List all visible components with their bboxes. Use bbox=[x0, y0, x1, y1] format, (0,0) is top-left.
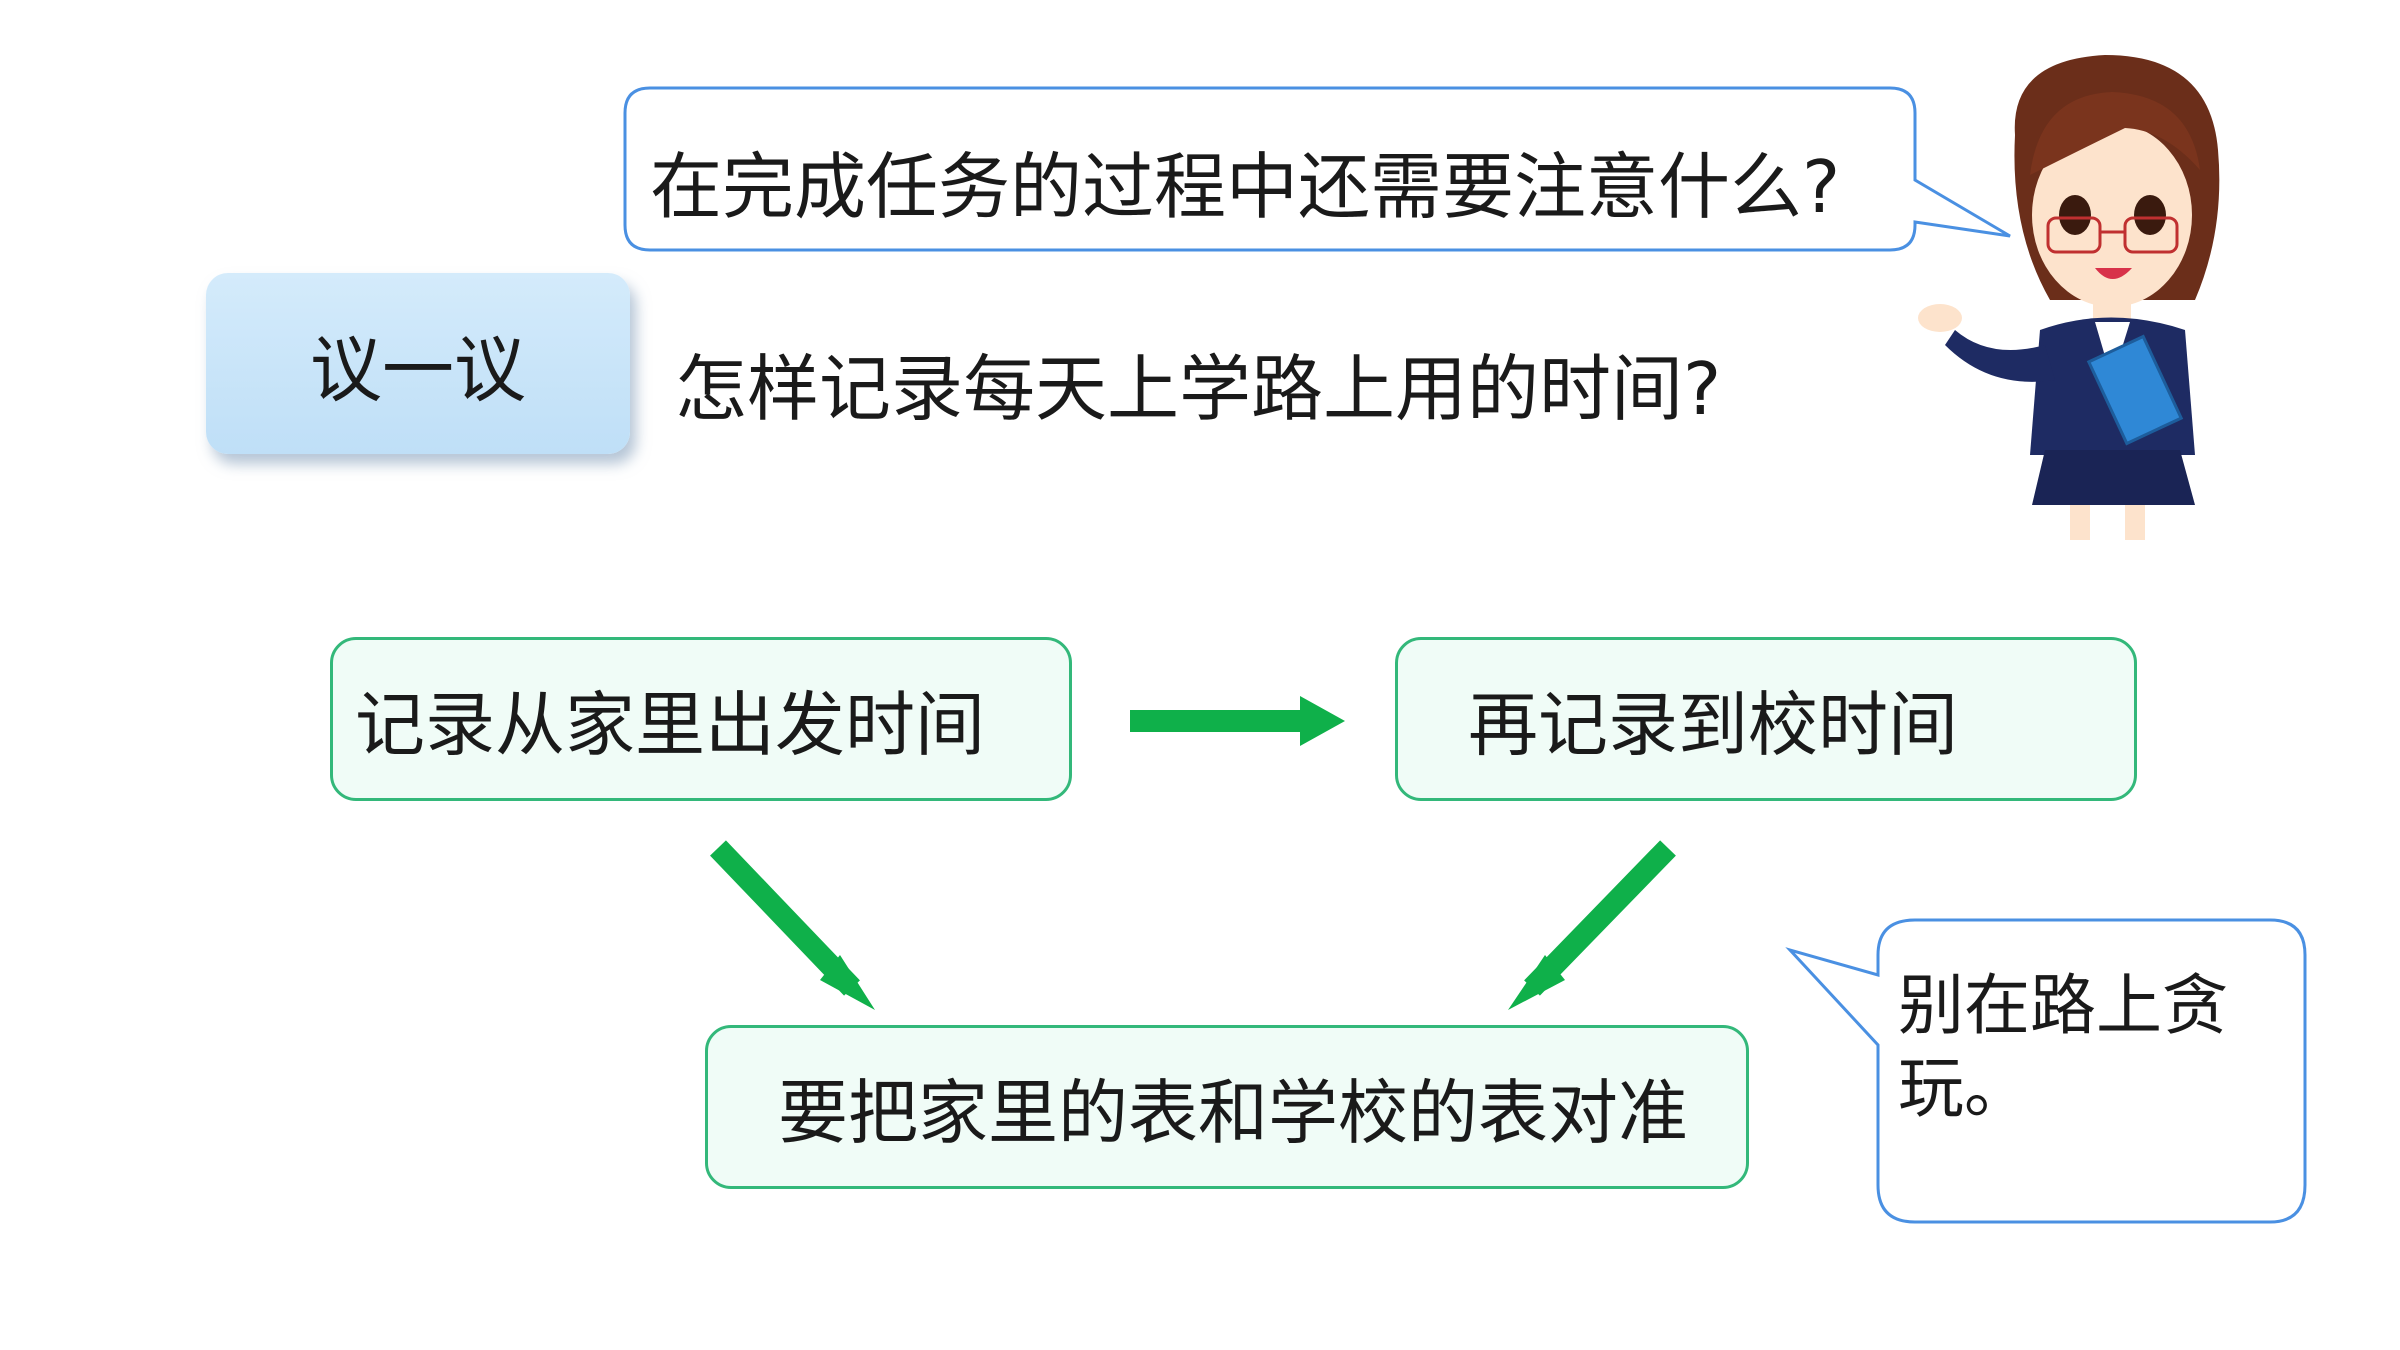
speech-bubble-tip bbox=[1785, 918, 2307, 1224]
discuss-label: 议一议 bbox=[206, 273, 630, 454]
flow-step-departure-text: 记录从家里出发时间 bbox=[355, 683, 985, 766]
teacher-illustration bbox=[1918, 55, 2220, 540]
discuss-question: 怎样记录每天上学路上用的时间? bbox=[675, 347, 1722, 431]
arrow-down-left bbox=[1508, 840, 1676, 1010]
flow-step-arrival-text: 再记录到校时间 bbox=[1468, 683, 1958, 766]
flow-step-sync-clocks-text: 要把家里的表和学校的表对准 bbox=[778, 1071, 1688, 1154]
speech-bubble-top bbox=[623, 86, 2011, 252]
flow-step-sync-clocks: 要把家里的表和学校的表对准 bbox=[705, 1025, 1749, 1189]
flow-step-departure: 记录从家里出发时间 bbox=[330, 637, 1072, 801]
arrow-right bbox=[1130, 696, 1345, 746]
discuss-label-text: 议一议 bbox=[309, 328, 526, 412]
tip-text: 别在路上贪玩。 bbox=[1898, 967, 2228, 1127]
flow-step-arrival: 再记录到校时间 bbox=[1395, 637, 2137, 801]
speech-question: 在完成任务的过程中还需要注意什么? bbox=[650, 145, 1841, 229]
arrow-down-right bbox=[710, 840, 875, 1010]
